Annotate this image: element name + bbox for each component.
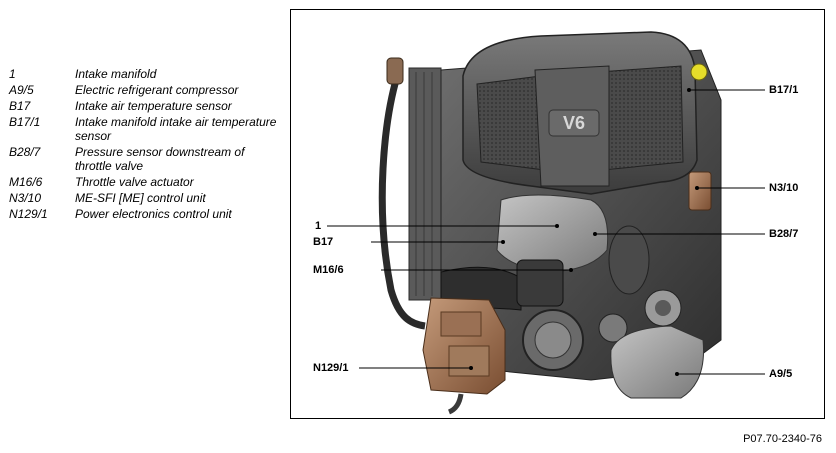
legend-row: M16/6 Throttle valve actuator [9,175,279,189]
legend-code: M16/6 [9,175,43,189]
legend-code: N3/10 [9,191,42,205]
legend: 1 Intake manifold A9/5 Electric refriger… [9,67,279,223]
callout-label: B17/1 [769,84,799,96]
legend-description: Intake manifold [75,67,157,81]
legend-row: 1 Intake manifold [9,67,279,81]
oil-filter-housing [608,225,650,295]
legend-code: B28/7 [9,145,41,159]
callout-label: N3/10 [769,182,799,194]
callout-leader-lines [327,89,765,375]
me-sfi-control-unit [688,171,712,211]
callout-label: M16/6 [313,264,344,276]
callout-label: A9/5 [769,368,793,380]
radiator [408,67,442,301]
legend-row: B17/1 Intake manifold intake air tempera… [9,115,279,143]
legend-row: A9/5 Electric refrigerant compressor [9,83,279,97]
callout-leader-dots [469,88,699,376]
legend-description: Pressure sensor downstream of throttle v… [75,145,245,173]
engine-cover-v6-badge: V6 [563,113,585,133]
legend-code: A9/5 [9,83,34,97]
legend-description: Intake air temperature sensor [75,99,232,113]
legend-row: B17 Intake air temperature sensor [9,99,279,113]
legend-row: N3/10 ME-SFI [ME] control unit [9,191,279,205]
legend-description: Power electronics control unit [75,207,232,221]
hose-connector [386,57,404,85]
figure-id: P07.70-2340-76 [743,433,822,445]
coolant-hose [378,68,426,330]
legend-description: Electric refrigerant compressor [75,83,239,97]
legend-code: B17 [9,99,31,113]
legend-row: N129/1 Power electronics control unit [9,207,279,221]
legend-description: Throttle valve actuator [75,175,194,189]
throttle-housing [516,259,564,307]
legend-row: B28/7 Pressure sensor downstream of thro… [9,145,279,173]
callout-label: B28/7 [769,228,799,240]
legend-description: Intake manifold intake air temperature s… [75,115,277,143]
engine-cover: V6 [462,31,698,195]
callout-label: 1 [315,220,322,232]
engine-illustration: V6 [327,31,765,415]
oil-filler-cap [690,63,708,81]
refrigerant-compressor [610,325,705,399]
legend-description: ME-SFI [ME] control unit [75,191,206,205]
callout-label: N129/1 [313,362,349,374]
callout-label: B17 [313,236,334,248]
engine-figure: V6 [290,9,825,419]
legend-code: 1 [9,67,16,81]
legend-code: B17/1 [9,115,41,129]
legend-code: N129/1 [9,207,48,221]
belt-drive [522,289,682,371]
power-electronics-unit [422,297,506,415]
